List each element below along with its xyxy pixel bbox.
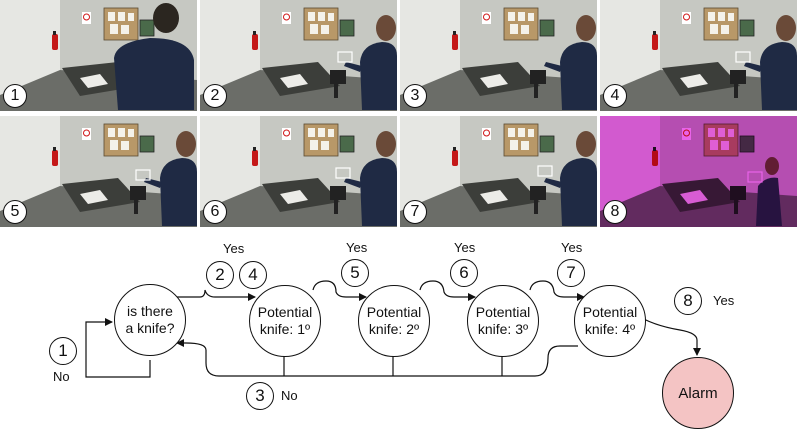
step-8: 8 bbox=[674, 287, 702, 315]
yes-label-7: Yes bbox=[561, 240, 583, 255]
frame-7: 7 bbox=[400, 116, 597, 227]
frame-number-badge: 3 bbox=[403, 84, 427, 108]
frame-number-badge: 5 bbox=[3, 200, 27, 224]
step-5: 5 bbox=[341, 259, 369, 287]
yes-label-6: Yes bbox=[454, 240, 476, 255]
step-3: 3 bbox=[246, 382, 274, 410]
frame-5: 5 bbox=[0, 116, 197, 227]
step-6: 6 bbox=[450, 259, 478, 287]
step-7: 7 bbox=[557, 259, 585, 287]
office-scene-image bbox=[600, 0, 797, 111]
office-scene-image bbox=[0, 0, 197, 111]
alarm-node: Alarm bbox=[662, 357, 734, 429]
office-scene-image bbox=[400, 0, 597, 111]
no-loop-arrow bbox=[85, 318, 151, 378]
step-2: 2 bbox=[206, 261, 234, 289]
frame-6: 6 bbox=[200, 116, 397, 227]
step-1: 1 bbox=[49, 337, 77, 365]
yes-label-5: Yes bbox=[346, 240, 368, 255]
arrow-to-potential-4 bbox=[529, 280, 585, 301]
frame-number-badge: 8 bbox=[603, 200, 627, 224]
frame-number-badge: 2 bbox=[203, 84, 227, 108]
frame-number-badge: 7 bbox=[403, 200, 427, 224]
arrow-to-potential-3 bbox=[419, 280, 476, 301]
frame-8: 8 bbox=[600, 116, 797, 227]
frame-2: 2 bbox=[200, 0, 397, 111]
office-scene-image bbox=[400, 116, 597, 227]
yes-label-8: Yes bbox=[713, 293, 735, 308]
no-label-1: No bbox=[53, 369, 70, 384]
frame-4: 4 bbox=[600, 0, 797, 111]
office-scene-image bbox=[200, 116, 397, 227]
office-scene-image bbox=[200, 0, 397, 111]
frame-number-badge: 6 bbox=[203, 200, 227, 224]
frame-1: 1 bbox=[0, 0, 197, 111]
no-label-3: No bbox=[281, 388, 298, 403]
step-4: 4 bbox=[239, 261, 267, 289]
frame-number-badge: 4 bbox=[603, 84, 627, 108]
frame-number-badge: 1 bbox=[3, 84, 27, 108]
office-scene-image bbox=[0, 116, 197, 227]
frame-strip: 1 2 3 4 5 6 7 8 bbox=[0, 0, 797, 227]
yes-label-2-4: Yes bbox=[223, 241, 245, 256]
frame-3: 3 bbox=[400, 0, 597, 111]
alarm-tint-overlay bbox=[600, 116, 797, 227]
return-arrow bbox=[176, 339, 578, 377]
arrow-to-potential-2 bbox=[312, 280, 367, 301]
